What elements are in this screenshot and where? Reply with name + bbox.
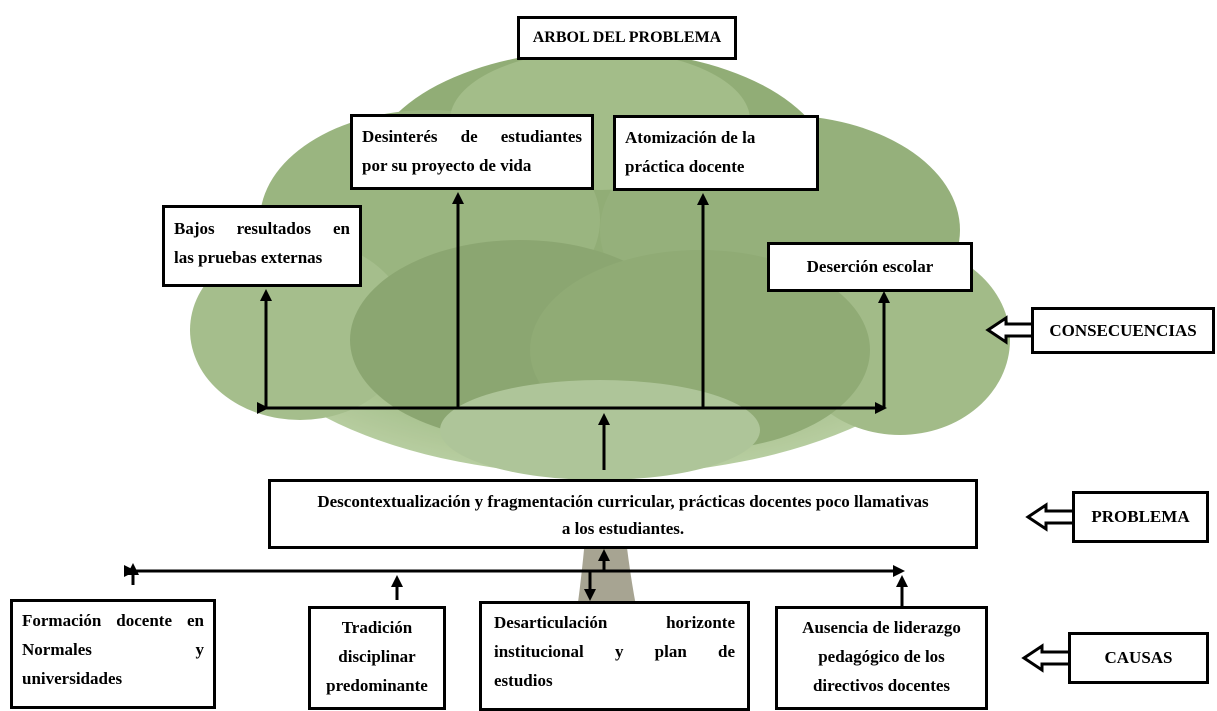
label-problema: PROBLEMA bbox=[1072, 491, 1209, 543]
cause-box-3: Desarticulación horizonte institucional … bbox=[479, 601, 750, 711]
consequence-1-line-2: las pruebas externas bbox=[174, 248, 323, 267]
consequence-box-3: Atomización de la práctica docente bbox=[613, 115, 819, 191]
consequence-box-4: Deserción escolar bbox=[767, 242, 973, 292]
cause-2-line-2: disciplinar bbox=[338, 647, 416, 666]
cause-3-line-1: Desarticulación horizonte bbox=[494, 613, 735, 632]
consequence-1-line-1: Bajos resultados en bbox=[174, 219, 350, 238]
label-causas: CAUSAS bbox=[1068, 632, 1209, 684]
cause-1-line-1: Formación docente en bbox=[22, 611, 204, 630]
cause-box-2: Tradición disciplinar predominante bbox=[308, 606, 446, 710]
causas-arrow-icon bbox=[1021, 643, 1072, 673]
problema-arrow-icon bbox=[1025, 502, 1076, 532]
consequence-2-line-2: por su proyecto de vida bbox=[362, 156, 532, 175]
consequence-box-1: Bajos resultados en las pruebas externas bbox=[162, 205, 362, 287]
problem-line-1: Descontextualización y fragmentación cur… bbox=[317, 492, 929, 511]
consecuencias-arrow-icon bbox=[985, 315, 1036, 345]
diagram-title: ARBOL DEL PROBLEMA bbox=[517, 16, 737, 60]
cause-2-line-3: predominante bbox=[326, 676, 428, 695]
cause-4-line-1: Ausencia de liderazgo bbox=[802, 618, 961, 637]
consequence-box-2: Desinterés de estudiantes por su proyect… bbox=[350, 114, 594, 190]
cause-3-line-2: institucional y plan de bbox=[494, 642, 735, 661]
problem-box: Descontextualización y fragmentación cur… bbox=[268, 479, 978, 549]
label-consecuencias: CONSECUENCIAS bbox=[1031, 307, 1215, 354]
cause-1-line-3: universidades bbox=[22, 669, 123, 688]
cause-1-line-2: Normales y bbox=[22, 640, 204, 659]
consequence-2-line-1: Desinterés de estudiantes bbox=[362, 127, 582, 146]
cause-4-line-2: pedagógico de los bbox=[818, 647, 945, 666]
cause-box-4: Ausencia de liderazgo pedagógico de los … bbox=[775, 606, 988, 710]
problem-line-2: a los estudiantes. bbox=[561, 519, 685, 538]
consequence-3-line-1: Atomización de la bbox=[625, 128, 756, 147]
cause-2-line-1: Tradición bbox=[341, 618, 413, 637]
cause-4-line-3: directivos docentes bbox=[812, 676, 951, 695]
cause-3-line-3: estudios bbox=[494, 671, 553, 690]
consequence-3-line-2: práctica docente bbox=[625, 157, 745, 176]
cause-box-1: Formación docente en Normales y universi… bbox=[10, 599, 216, 709]
